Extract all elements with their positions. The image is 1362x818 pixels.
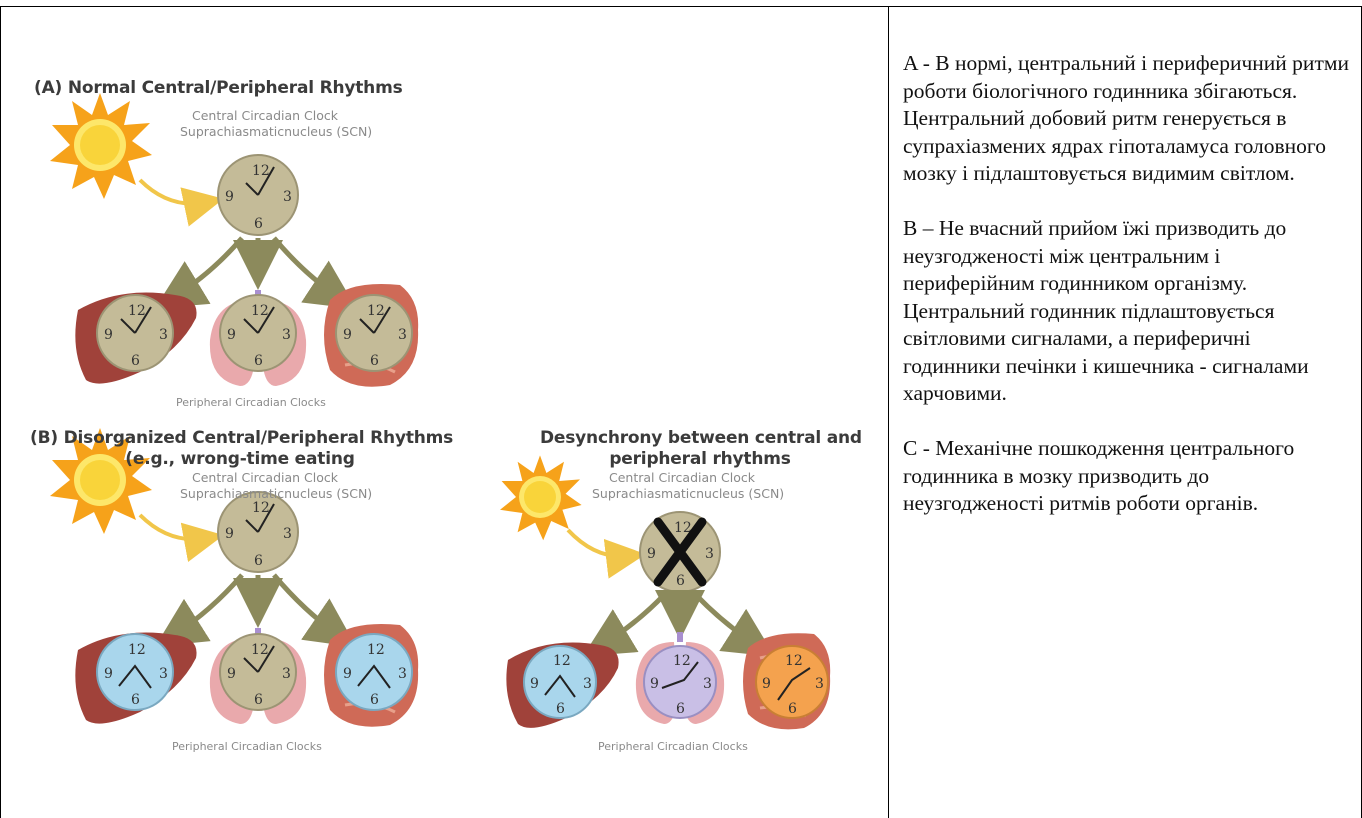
svg-text:3: 3 [283, 526, 292, 542]
svg-text:3: 3 [282, 666, 291, 682]
central-label-line2: Suprachiasmaticnucleus (SCN) [180, 486, 350, 502]
panel-a-central-label: Central Circadian Clock Suprachiasmaticn… [180, 108, 350, 140]
svg-text:3: 3 [583, 676, 592, 692]
central-label-line1: Central Circadian Clock [180, 470, 350, 486]
svg-text:6: 6 [254, 692, 263, 708]
svg-text:12: 12 [128, 303, 146, 319]
panel-c-peripheral-label: Peripheral Circadian Clocks [598, 740, 748, 753]
svg-text:12: 12 [252, 163, 270, 179]
svg-text:9: 9 [343, 666, 352, 682]
description-paragraph-a: A - В нормі, центральний і периферичний … [903, 50, 1351, 188]
svg-text:3: 3 [159, 666, 168, 682]
svg-text:12: 12 [251, 303, 269, 319]
central-clock-icon: 12 9 3 6 [218, 492, 298, 572]
svg-text:6: 6 [788, 701, 797, 717]
central-label-line2: Suprachiasmaticnucleus (SCN) [592, 486, 772, 502]
panel-b-title-line1: (B) Disorganized Central/Peripheral Rhyt… [30, 428, 450, 449]
panel-c-title-line2: peripheral rhythms [540, 449, 860, 470]
svg-text:6: 6 [676, 701, 685, 717]
sun-icon [50, 93, 152, 199]
svg-text:6: 6 [370, 353, 379, 369]
liver-clock-icon: 12 9 3 6 [97, 295, 173, 371]
svg-text:3: 3 [703, 676, 712, 692]
svg-text:3: 3 [398, 327, 407, 343]
central-clock-icon: 12 9 3 6 [218, 155, 298, 235]
svg-text:9: 9 [762, 676, 771, 692]
svg-text:9: 9 [227, 327, 236, 343]
svg-text:3: 3 [705, 546, 714, 562]
svg-text:12: 12 [128, 642, 146, 658]
panel-c-title: Desynchrony between central and peripher… [540, 428, 860, 470]
svg-text:12: 12 [673, 653, 691, 669]
panel-c-central-label: Central Circadian Clock Suprachiasmaticn… [592, 470, 772, 502]
lungs-clock-icon: 12 9 3 6 [220, 634, 296, 710]
panel-b-title: (B) Disorganized Central/Peripheral Rhyt… [30, 428, 450, 470]
svg-text:12: 12 [785, 653, 803, 669]
circadian-figure: 12 9 3 6 12 9 3 6 [0, 0, 890, 818]
svg-text:12: 12 [252, 500, 270, 516]
svg-text:3: 3 [283, 189, 292, 205]
lungs-clock-icon: 12 9 3 6 [644, 646, 716, 718]
svg-text:6: 6 [131, 353, 140, 369]
svg-text:3: 3 [159, 327, 168, 343]
intestine-clock-icon: 12 9 3 6 [336, 634, 412, 710]
panel-b-peripheral-label: Peripheral Circadian Clocks [172, 740, 322, 753]
central-label-line2: Suprachiasmaticnucleus (SCN) [180, 124, 350, 140]
svg-text:6: 6 [254, 216, 263, 232]
svg-text:6: 6 [370, 692, 379, 708]
intestine-clock-icon: 12 9 3 6 [336, 295, 412, 371]
svg-text:6: 6 [556, 701, 565, 717]
central-label-line1: Central Circadian Clock [180, 108, 350, 124]
svg-text:9: 9 [104, 327, 113, 343]
svg-text:3: 3 [398, 666, 407, 682]
panel-a-title: (A) Normal Central/Peripheral Rhythms [34, 78, 403, 98]
svg-text:9: 9 [650, 676, 659, 692]
lungs-clock-icon: 12 9 3 6 [220, 295, 296, 371]
description-paragraph-c: C - Механічне пошкодження центрального г… [903, 435, 1351, 518]
panel-b-title-line2: (e.g., wrong-time eating [30, 449, 450, 470]
svg-text:9: 9 [530, 676, 539, 692]
svg-text:6: 6 [131, 692, 140, 708]
panel-a-peripheral-label: Peripheral Circadian Clocks [176, 396, 326, 409]
svg-text:9: 9 [647, 546, 656, 562]
svg-text:12: 12 [251, 642, 269, 658]
svg-text:12: 12 [553, 653, 571, 669]
panel-b-central-label: Central Circadian Clock Suprachiasmaticn… [180, 470, 350, 502]
svg-text:9: 9 [227, 666, 236, 682]
svg-text:6: 6 [676, 573, 685, 589]
description-column: A - В нормі, центральний і периферичний … [903, 50, 1351, 545]
svg-text:6: 6 [254, 553, 263, 569]
svg-text:12: 12 [367, 303, 385, 319]
liver-clock-icon: 12 9 3 6 [524, 646, 596, 718]
central-label-line1: Central Circadian Clock [592, 470, 772, 486]
svg-text:9: 9 [225, 189, 234, 205]
liver-clock-icon: 12 9 3 6 [97, 634, 173, 710]
broken-central-clock-icon: 129 36 [640, 512, 720, 592]
panel-c-title-line1: Desynchrony between central and [540, 428, 860, 449]
svg-text:9: 9 [225, 526, 234, 542]
svg-text:9: 9 [343, 327, 352, 343]
svg-text:3: 3 [282, 327, 291, 343]
description-paragraph-b: B – Не вчасний прийом їжі призводить до … [903, 215, 1351, 408]
svg-text:3: 3 [815, 676, 824, 692]
svg-text:12: 12 [367, 642, 385, 658]
svg-text:6: 6 [254, 353, 263, 369]
svg-text:9: 9 [104, 666, 113, 682]
intestine-clock-icon: 12 9 3 6 [756, 646, 828, 718]
